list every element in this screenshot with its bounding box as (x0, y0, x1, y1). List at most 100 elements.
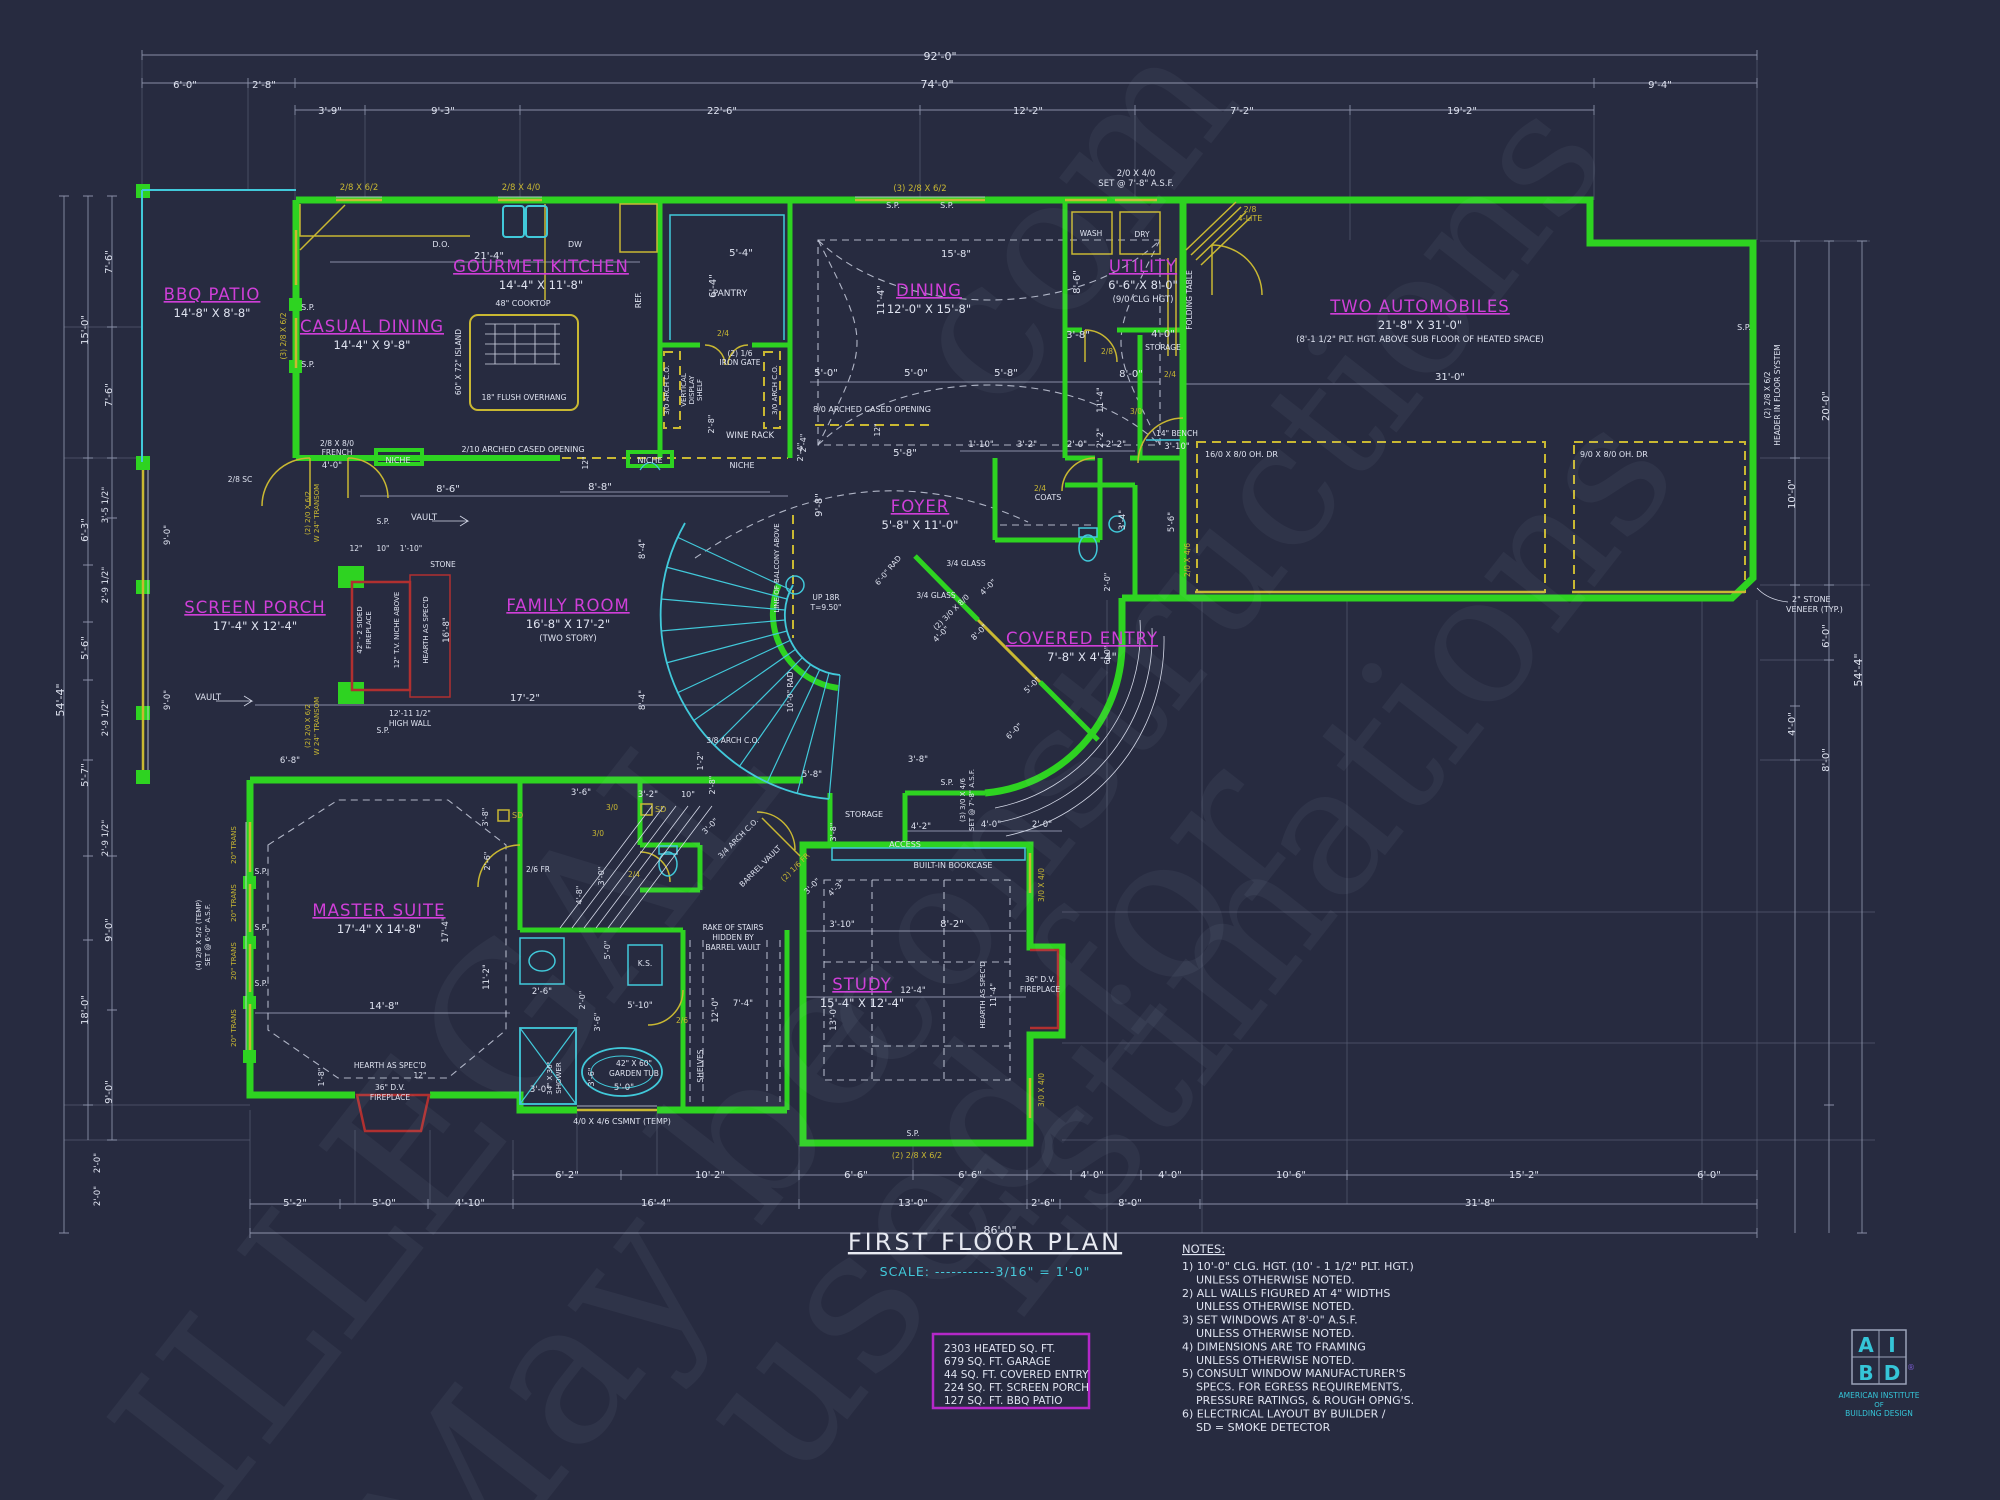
annotation-text: 2/8 X 6/2 (340, 183, 379, 193)
note-line: SPECS. FOR EGRESS REQUIREMENTS, (1182, 1381, 1403, 1394)
note-line: UNLESS OTHERWISE NOTED. (1182, 1273, 1355, 1286)
annotation-text: SD (512, 811, 523, 820)
annotation-text: 19'-2" (1447, 106, 1477, 117)
annotation-text: 14" BENCH (1156, 429, 1198, 438)
annotation-text: HIGH WALL (389, 719, 432, 728)
annotation-text: 6'-3" (80, 518, 91, 542)
annotation-text: 4'-8" (575, 886, 584, 905)
annotation-text: 36" D.V. (1025, 975, 1055, 984)
annotation-text: S.P. (941, 778, 954, 787)
annotation-text: (4) 2/8 X 5/2 (TEMP) (195, 899, 203, 970)
room-label: COVERED ENTRY (1006, 629, 1158, 648)
annotation-text: STORAGE (1145, 343, 1181, 352)
annotation-text: 10'-6" (1276, 1170, 1306, 1181)
plan-title: FIRST FLOOR PLAN (848, 1228, 1122, 1256)
annotation-text: SHELF (696, 379, 704, 401)
annotation-text: 3/8 ARCH C.O. (706, 736, 759, 745)
annotation-text: 20" TRANS (230, 884, 238, 922)
annotation-text: 3'-8" (829, 823, 838, 842)
annotation-text: 11'-4" (876, 285, 887, 315)
annotation-text: 5'-8" (994, 368, 1018, 379)
annotation-text: 11'-4" (1096, 387, 1106, 413)
annotation-text: HIDDEN BY (712, 933, 754, 942)
annotation-text: K.S. (638, 959, 652, 968)
annotation-text: 3'-0" (530, 1085, 550, 1095)
annotation-text: 2'-0" (1067, 440, 1087, 450)
room-label: UTILITY (1109, 257, 1177, 276)
annotation-text: 3'-9" (318, 106, 342, 117)
annotation-text: 9'-8" (814, 493, 825, 517)
annotation-text: 2/8 SC (228, 475, 252, 484)
fixtures-layer (216, 203, 1789, 1105)
annotation-text: 18'-0" (80, 995, 91, 1025)
annotation-text: 8'-0" (1118, 1198, 1142, 1209)
annotation-text: 5'-0" (614, 1083, 634, 1093)
annotation-text: 2'-8" (708, 776, 717, 795)
annotation-text: (3) 2/8 X 6/2 (893, 184, 946, 194)
room-dimensions: 7'-8" X 4'-4" (1047, 650, 1117, 664)
annotation-text: 3'-8" (908, 755, 928, 765)
logo-letter-b: B (1858, 1361, 1873, 1385)
notes-heading: NOTES: (1182, 1242, 1225, 1256)
annotation-text: HEADER IN FLOOR SYSTEM (1773, 344, 1782, 445)
annotation-text: 15'-2" (1509, 1170, 1539, 1181)
annotation-text: LINE OF BALCONY ABOVE (773, 523, 781, 612)
annotation-text: 2/4 (628, 870, 640, 879)
annotation-text: HEARTH AS SPEC'D (354, 1061, 426, 1070)
logo-letter-i: I (1888, 1333, 1895, 1357)
annotation-text: 92'-0" (923, 50, 956, 63)
annotation-text: HEARTH AS SPEC'D (422, 596, 430, 663)
dimension-lines (59, 50, 1875, 1238)
fireplaces-layer (350, 574, 1060, 1133)
annotation-text: 2'-0" (1103, 573, 1112, 592)
annotation-text: 22'-6" (707, 106, 737, 117)
annotation-text: 31'-8" (1465, 1198, 1495, 1209)
annotation-text: 18" FLUSH OVERHANG (482, 393, 567, 402)
curved-staircase (559, 522, 1165, 929)
annotation-text: 20" TRANS (230, 942, 238, 980)
annotation-text: SET @ 7'-8" A.S.F. (1098, 179, 1173, 189)
annotation-text: DRY (1134, 230, 1150, 239)
room-label: MASTER SUITE (312, 901, 445, 920)
annotation-text: 5'-0" (603, 941, 612, 960)
annotation-text: 86'-0" (983, 1224, 1016, 1237)
annotation-text: S.P. (1737, 323, 1751, 332)
annotation-text: 42" X 60" (616, 1059, 652, 1068)
annotation-text: 2/0 X 4/6 (1183, 543, 1192, 577)
annotation-text: 2'-2" (1106, 440, 1126, 450)
annotation-text: 8/0 ARCHED CASED OPENING (813, 405, 931, 414)
annotation-text: HEARTH AS SPEC'D (979, 961, 987, 1028)
room-label: GOURMET KITCHEN (453, 257, 629, 276)
annotation-text: 3/4 GLASS (916, 591, 956, 600)
annotation-text: 6'-8" (280, 756, 300, 766)
annotation-text: STONE (430, 560, 456, 569)
annotation-text: 3/0 (592, 829, 604, 838)
annotation-text: 9'-4" (1648, 80, 1672, 91)
annotation-text: 9'-3" (431, 106, 455, 117)
note-line: UNLESS OTHERWISE NOTED. (1182, 1300, 1355, 1313)
annotation-text: 5'-0" (372, 1198, 396, 1209)
annotation-text: 8'-6" (1072, 270, 1083, 294)
annotation-text: 3/0 ARCH C.O. (771, 365, 779, 415)
annotation-text: 20'-0" (1821, 391, 1832, 421)
annotation-text: 2'-4" (796, 443, 805, 462)
room-dimensions: 17'-4" X 14'-8" (337, 922, 421, 936)
annotation-text: 4'-0" (1151, 329, 1175, 340)
annotation-text: 8'-8" (588, 482, 612, 493)
annotation-text: 2'-9 1/2" (101, 700, 111, 737)
annotation-text: FOLDING TABLE (1185, 270, 1194, 330)
annotation-text: 5'-8" (802, 770, 822, 780)
ceiling-dashed-lines (267, 239, 1746, 1102)
annotation-text: 6'-4" (708, 274, 719, 298)
annotation-text: S.P. (255, 923, 268, 932)
annotation-text: SET @ 7'-8" A.S.F. (968, 769, 976, 831)
room-label: TWO AUTOMOBILES (1329, 297, 1510, 316)
annotation-text: VERTICAL (680, 373, 688, 407)
annotation-text: 2/6 FR (526, 865, 550, 874)
annotation-text: 12'-4" (900, 986, 926, 996)
annotation-text: 9'-0" (104, 1080, 115, 1104)
annotation-text: 4'-0" (322, 461, 342, 471)
annotation-text: S.P. (377, 517, 390, 526)
annotation-text: 20" TRANS (230, 826, 238, 864)
